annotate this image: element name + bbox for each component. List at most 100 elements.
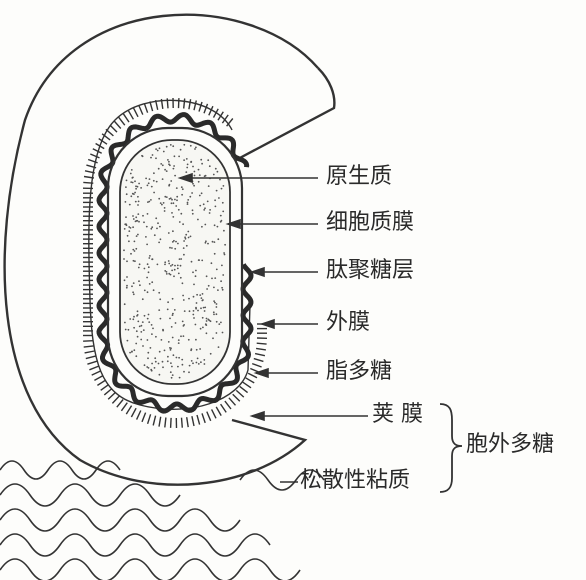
stipple-dot [125,179,128,182]
stipple-dot [199,348,202,350]
stipple-dot [215,332,218,334]
lps-bristle [242,381,252,389]
stipple-dot [177,242,179,245]
stipple-dot [164,263,166,266]
stipple-dot [208,212,211,214]
lps-bristle [100,383,110,391]
stipple-dot [174,264,176,267]
stipple-dot [213,241,216,244]
capsule-opening [235,67,336,162]
stipple-dot [170,376,173,379]
stipple-dot [183,253,185,256]
stipple-dot [141,155,144,158]
stipple-dot [195,348,198,351]
stipple-dot [125,286,128,289]
stipple-dot [124,321,126,324]
stipple-dot [169,246,171,249]
stipple-dot [146,276,149,279]
stipple-dot [211,240,214,243]
stipple-dot [195,361,198,364]
stipple-dot [169,317,171,320]
stipple-dot [134,191,137,194]
lps-bristle [228,397,237,406]
stipple-dot [220,321,222,324]
stipple-dot [140,338,143,341]
stipple-dot [149,347,152,349]
stipple-dot [131,181,134,184]
stipple-dot [170,202,173,205]
lps-bristle [103,387,113,396]
lps-bristle [122,113,130,123]
stipple-dot [199,204,202,207]
stipple-dot [189,144,192,147]
stipple-dot [202,203,205,206]
stipple-dot [172,230,174,233]
stipple-dot [215,320,218,323]
stipple-dot [167,260,170,262]
stipple-dot [192,295,195,298]
stipple-dot [133,315,135,318]
stipple-dot [170,347,172,350]
stipple-dot [173,239,175,242]
stipple-dot [146,263,149,266]
stipple-dot [214,301,216,304]
stipple-dot [171,374,174,376]
stipple-dot [153,234,156,237]
stipple-dot [193,170,196,173]
stipple-dot [195,338,197,341]
stipple-dot [213,224,216,227]
stipple-dot [224,243,227,246]
stipple-dot [176,195,179,198]
stipple-dot [217,346,220,348]
stipple-dot [142,214,144,217]
stipple-dot [215,268,218,271]
stipple-dot [221,288,224,291]
lps-bristle [235,389,245,398]
stipple-dot [201,299,204,302]
stipple-dot [174,247,177,250]
stipple-dot [156,263,159,266]
stipple-dot [135,355,138,358]
lps-bristle [201,413,206,424]
stipple-dot [128,226,131,228]
stipple-dot [169,144,172,146]
stipple-dot [185,233,188,236]
stipple-dot [145,236,147,238]
stipple-dot [126,284,128,287]
stipple-dot [167,341,170,343]
stipple-dot [161,178,164,181]
stipple-dot [152,179,155,182]
stipple-dot [212,311,215,314]
stipple-dot [215,306,218,308]
stipple-dot [190,160,193,163]
stipple-dot [158,373,161,376]
stipple-dot [204,207,206,210]
stipple-dot [125,186,127,189]
stipple-dot [146,213,149,215]
stipple-dot [205,275,208,278]
stipple-dot [188,371,190,374]
stipple-dot [130,252,132,255]
stipple-dot [136,335,139,338]
stipple-dot [161,164,164,167]
stipple-dot [158,309,161,311]
peptidoglycan-wave [96,112,254,414]
stipple-dot [137,213,140,216]
stipple-dot [154,357,157,360]
stipple-dot [165,170,168,173]
stipple-dot [125,216,127,219]
stipple-dot [152,327,154,330]
stipple-dot [187,338,190,341]
stipple-dot [176,199,178,202]
stipple-dot [135,235,138,238]
stipple-dot [209,352,212,355]
stipple-dot [190,349,193,352]
stipple-dot [137,233,139,236]
stipple-dot [123,258,125,260]
stipple-dot [126,276,128,278]
stipple-dot [153,191,156,194]
stipple-dot [192,313,195,316]
stipple-dot [169,371,172,374]
label-cell-membrane: 细胞质膜 [326,210,415,235]
